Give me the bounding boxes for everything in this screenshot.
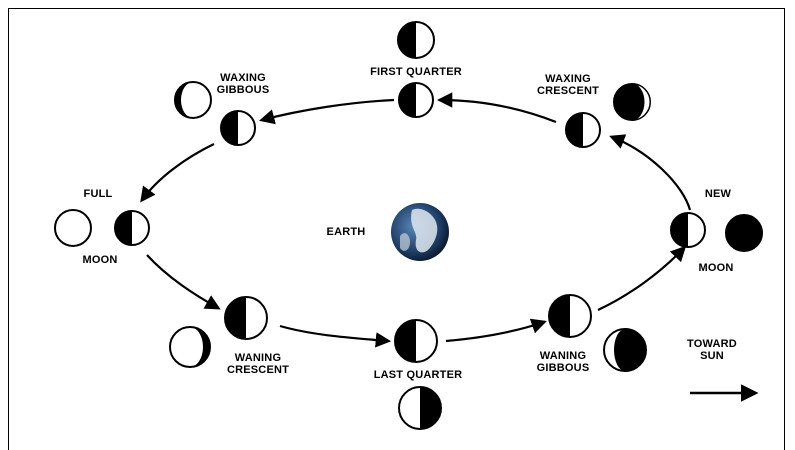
- label-full: FULL: [83, 188, 113, 200]
- arrow-full-to-waning-crescent: [146, 254, 221, 310]
- label-waxing-crescent-line2: CRESCENT: [536, 85, 600, 97]
- label-last-quarter: LAST QUARTER: [373, 369, 463, 381]
- label-waxing-crescent-line1: WAXING: [545, 73, 591, 85]
- orbit-moon-waning-gibbous: [548, 294, 592, 338]
- label-toward-sun-line2: SUN: [700, 350, 724, 362]
- label-waxing-gibbous-line2: GIBBOUS: [216, 84, 270, 96]
- label-moon-right: MOON: [698, 262, 734, 274]
- orbit-moon-waning-crescent: [224, 296, 268, 340]
- orbit-moon-last-quarter: [394, 319, 438, 363]
- seen-moon-waxing-gibbous: [174, 81, 212, 119]
- seen-moon-full: [54, 209, 92, 247]
- label-toward-sun-line1: TOWARD: [687, 338, 737, 350]
- orbit-moon-first-quarter: [398, 82, 434, 118]
- orbit-moon-new: [670, 212, 706, 248]
- arrow-waxing-gibbous-to-full: [140, 143, 215, 203]
- orbit-moon-waxing-gibbous: [220, 110, 256, 146]
- label-waxing-gibbous-line1: WAXING: [220, 72, 266, 84]
- arrow-waxing-crescent-to-first-quarter: [436, 92, 557, 124]
- label-waning-gibbous: WANING GIBBOUS: [528, 350, 598, 374]
- earth-globe: [391, 203, 449, 261]
- seen-moon-waning-crescent: [169, 326, 211, 368]
- arrow-waning-crescent-to-last-quarter: [279, 324, 392, 348]
- label-waxing-gibbous: WAXING GIBBOUS: [208, 72, 278, 96]
- orbit-moon-waxing-crescent: [565, 112, 601, 148]
- label-waning-crescent-line1: WANING: [234, 352, 282, 364]
- label-waning-gibbous-line1: WANING: [539, 350, 587, 362]
- label-waning-crescent-line2: CRESCENT: [226, 364, 290, 376]
- label-first-quarter: FIRST QUARTER: [370, 66, 462, 78]
- label-toward-sun: TOWARD SUN: [680, 338, 744, 362]
- seen-moon-waxing-crescent: [613, 83, 651, 121]
- label-waxing-crescent: WAXING CRESCENT: [528, 73, 608, 97]
- seen-moon-first-quarter: [397, 21, 435, 59]
- label-new: NEW: [704, 188, 732, 200]
- arrow-waning-gibbous-to-new: [597, 245, 687, 311]
- label-earth: EARTH: [326, 226, 366, 238]
- arrow-new-to-waxing-crescent: [609, 134, 692, 211]
- arrow-first-quarter-to-waxing-gibbous: [259, 98, 395, 125]
- seen-moon-waning-gibbous: [603, 328, 647, 372]
- label-waning-crescent: WANING CRESCENT: [218, 352, 298, 376]
- label-waning-gibbous-line2: GIBBOUS: [536, 362, 590, 374]
- arrow-last-quarter-to-waning-gibbous: [445, 318, 547, 343]
- orbit-moon-full: [114, 210, 150, 246]
- orbit-arrows: [140, 92, 692, 348]
- seen-moon-new: [725, 214, 763, 252]
- label-moon-left: MOON: [82, 254, 118, 266]
- diagram-frame: [8, 8, 785, 450]
- seen-moon-last-quarter: [398, 386, 442, 430]
